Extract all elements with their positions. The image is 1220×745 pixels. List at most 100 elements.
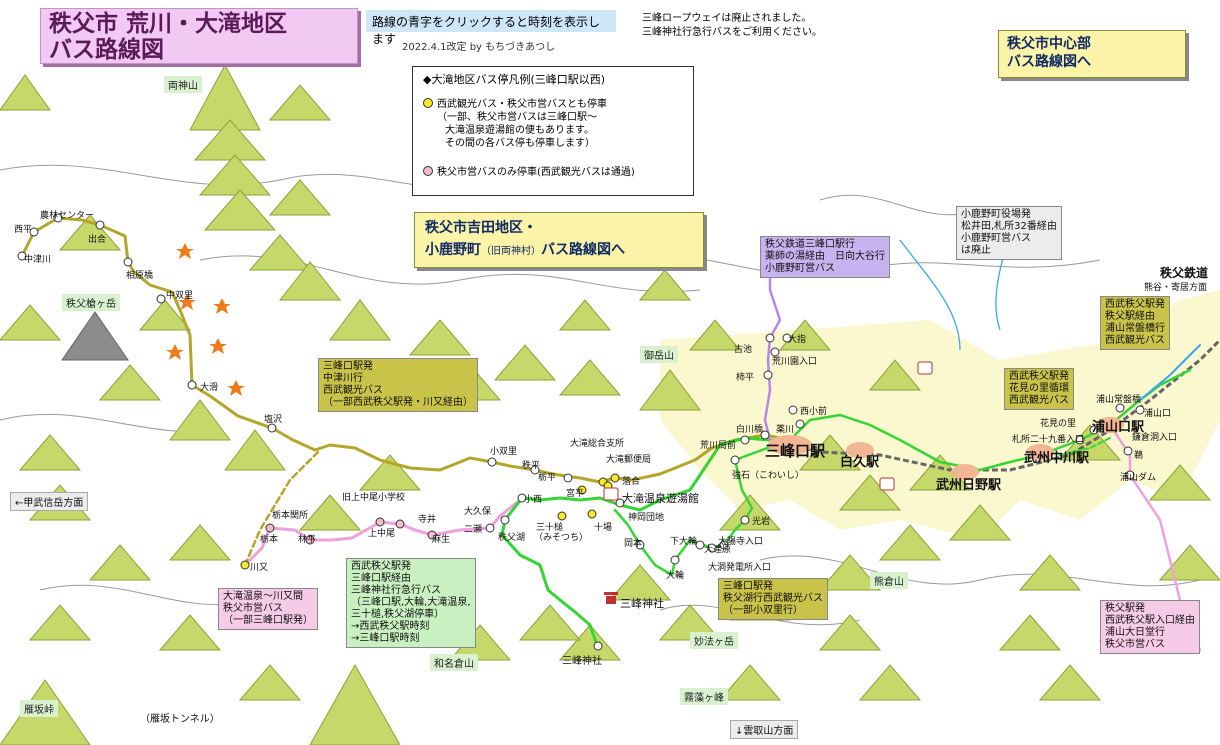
route-label-ogano-abolished: 小鹿野町役場発 松井田,札所32番経由 小鹿野町営バス は廃止 <box>956 206 1062 260</box>
stop-label: 相原橋 <box>126 271 154 281</box>
label-line[interactable]: →三峰口駅時刻 <box>351 633 420 644</box>
route-label-mitsumine-express[interactable]: 西武秩父駅発 三峰口駅経由 三峰神社行急行バス （三峰口駅,大輪,大滝温泉, 三… <box>346 558 476 648</box>
stop-label: 下大輪 <box>670 537 698 547</box>
stop-label: 寺井 <box>418 515 437 525</box>
label-line: 花見の里循環 <box>1009 383 1069 394</box>
mountain-kirimo: 霧藻ヶ峰 <box>680 688 728 705</box>
route-label-hanami[interactable]: 西武秩父駅発 花見の里循環 西武観光バス <box>1004 368 1074 410</box>
label-line: 秩父鉄道三峰口駅行 <box>765 239 855 250</box>
yellow-dot-icon <box>423 98 433 108</box>
station-marks <box>768 417 1124 480</box>
station-bushu-nakagawa: 武州中川駅 <box>1024 451 1090 466</box>
route-label-urayama-tokiwa[interactable]: 西武秩父駅発 秩父駅経由 浦山常盤橋行 西武観光バス <box>1100 296 1170 350</box>
center-link-line-2: バス路線図へ <box>1007 54 1091 70</box>
legend-box: ◆大滝地区バス停凡例(三峰口駅以西) 西武観光バス・秩父市営バスとも停車 （一部… <box>412 66 694 196</box>
stop-label: 大輪 <box>666 571 685 581</box>
label-line: （一部小双里行） <box>723 605 803 616</box>
stop-mitsumine-shrine[interactable]: 三峰神社 <box>562 656 602 667</box>
label-line: 西武秩父駅発 <box>1009 371 1069 382</box>
stop-label: （みそつち） <box>534 533 589 543</box>
map-title: 秩父市 荒川・大滝地区 バス路線図 <box>40 8 358 64</box>
label-line: 三十槌,秩父湖停車） <box>351 609 445 620</box>
route-chichibu-railway-link <box>1139 344 1201 401</box>
stop-label: 札所二十九番入口 <box>1012 435 1085 445</box>
stop-label: 神岡団地 <box>628 513 665 523</box>
stop-label: 秩平 <box>522 461 541 471</box>
stop-label: 西平 <box>14 225 33 235</box>
karisaka-tunnel: （雁坂トンネル） <box>140 714 220 725</box>
label-line: 西武秩父駅発 <box>351 561 411 572</box>
label-line: 西武観光バス <box>1105 335 1165 346</box>
shrine-icon <box>604 592 618 604</box>
stop-label: 白川橋 <box>736 425 764 435</box>
label-line: 秩父駅経由 <box>1105 311 1155 322</box>
yoshida-link-line-1: 秩父市吉田地区・ <box>425 220 537 236</box>
click-instruction: 路線の青字をクリックすると時刻を表示します <box>366 10 616 46</box>
yoshida-link-ryokami: （旧両神村） <box>481 246 541 257</box>
stop-label: 浦山口 <box>1144 409 1172 419</box>
mountains <box>0 63 1220 745</box>
revision-date: 2022.4.1改定 by もちづきあつし <box>402 42 556 53</box>
route-label-nakatsugawa[interactable]: 三峰口駅発 中津川行 西武観光バス （一部西武秩父駅発・川又経由） <box>318 358 478 412</box>
label-line: 小鹿野町役場発 <box>961 209 1031 220</box>
legend-note-2: 大滝温泉遊湯館の便もあります。 <box>445 125 594 136</box>
stop-label: 十場 <box>594 523 613 533</box>
yoshida-link-ogano: 小鹿野町 <box>425 242 481 258</box>
mountain-myohogatake: 妙法ヶ岳 <box>690 632 738 649</box>
chichibu-railway-label: 秩父鉄道 <box>1160 266 1209 280</box>
stop-label: 中双里 <box>166 291 194 301</box>
stop-label: 荒川園入口 <box>772 357 818 367</box>
stop-label: 麻生 <box>432 535 451 545</box>
route-dashed-fudasho <box>1059 437 1111 456</box>
stop-label: 旧上中尾小学校 <box>342 493 406 503</box>
stop-label: 太陽寺入口 <box>718 537 764 547</box>
legend-item-both-text: 西武観光バス・秩父市営バスとも停車 <box>437 99 607 110</box>
label-line: 秩父湖行西武観光バス <box>723 593 823 604</box>
label-line[interactable]: →西武秩父駅時刻 <box>351 621 430 632</box>
stop-label: 強石（こわいし） <box>732 471 805 481</box>
ropeway-line-2: 三峰神社行急行バスをご利用ください。 <box>642 27 822 38</box>
label-line: 小鹿野町営バス <box>961 233 1031 244</box>
stop-label: 柿平 <box>736 373 755 383</box>
chichibu-center-map-link[interactable]: 秩父市中心部 バス路線図へ <box>998 30 1186 78</box>
center-link-line-1: 秩父市中心部 <box>1007 36 1091 52</box>
ropeway-notice: 三峰ロープウェイは廃止されました。 三峰神社行急行バスをご利用ください。 <box>642 12 822 40</box>
stop-label: 小西 <box>524 495 543 505</box>
hot-spring-icons <box>603 361 933 501</box>
stop-label: 浦山常盤橋 <box>1096 395 1142 405</box>
yoshida-link-suffix: バス路線図へ <box>541 242 625 258</box>
stop-label: 川又 <box>250 563 269 573</box>
stop-label: 岡本 <box>624 539 643 549</box>
label-line: 三峰神社行急行バス <box>351 585 441 596</box>
route-label-chichibu-station[interactable]: 秩父駅発 西武秩父駅入口経由 浦山大日堂行 秩父市営バス <box>1100 600 1200 654</box>
mountain-ryokami: 両神山 <box>164 76 202 93</box>
stop-label: 大洞発電所入口 <box>708 563 772 573</box>
title-line-1: 秩父市 荒川・大滝地区 <box>49 11 288 37</box>
ropeway-line-1: 三峰ロープウェイは廃止されました。 <box>642 13 812 24</box>
route-label-oyashiki[interactable]: 三峰口駅発 秩父湖行西武観光バス （一部小双里行） <box>718 578 828 620</box>
label-line: 西武観光バス <box>1009 395 1069 406</box>
stop-label: 塩沢 <box>264 415 283 425</box>
label-line: 浦山常盤橋行 <box>1105 323 1165 334</box>
stop-label: 宮平 <box>566 489 585 499</box>
label-line: 大滝温泉～川又間 <box>223 591 303 602</box>
route-label-ogano[interactable]: 秩父鉄道三峰口駅行 薬師の湯経由 日向大谷行 小鹿野町営バス <box>760 236 890 278</box>
mitsumine-shrine-icon-label: 三峰神社 <box>620 597 664 610</box>
stop-label: 栃本関所 <box>272 511 309 521</box>
route-label-kawamata[interactable]: 大滝温泉～川又間 秩父市営バス （一部三峰口駅発） <box>218 588 318 630</box>
route-mitsumine-exp <box>500 436 792 650</box>
yoshida-ogano-map-link[interactable]: 秩父市吉田地区・ 小鹿野町（旧両神村）バス路線図へ <box>414 212 704 268</box>
stop-label: 浦山ダム <box>1120 473 1157 483</box>
label-line: 西武秩父駅入口経由 <box>1105 615 1195 626</box>
stop-label: 花見の里 <box>1040 419 1077 429</box>
label-line: 小鹿野町営バス <box>765 263 835 274</box>
stop-label: 栃平 <box>538 473 557 483</box>
route-chichibu-main <box>788 368 1192 472</box>
route-kawamata-dashed <box>243 448 322 567</box>
mountain-kumakura: 熊倉山 <box>870 572 908 589</box>
label-line: （三峰口駅,大輪,大滝温泉, <box>351 597 471 608</box>
stop-label: 大達原 <box>704 545 732 555</box>
stop-label: 二瀬 <box>464 525 483 535</box>
label-line: 秩父市営バス <box>1105 639 1165 650</box>
kumagaya-direction: 熊谷・寄居方面 <box>1144 283 1208 293</box>
